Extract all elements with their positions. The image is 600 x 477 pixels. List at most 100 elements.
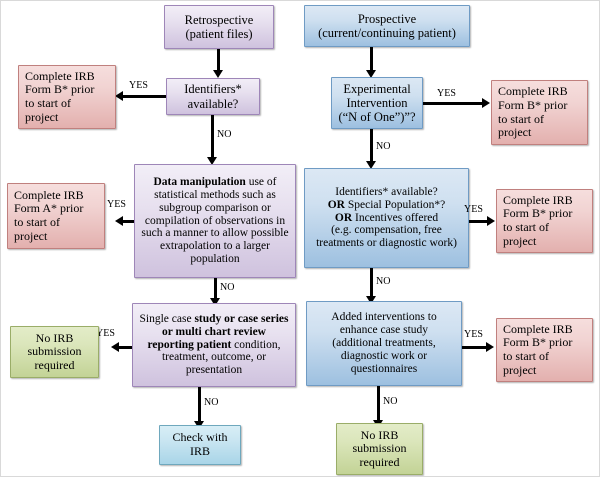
node-irb-b-br-line3: to start of	[503, 349, 549, 363]
node-no-irb-left-line2: submission	[27, 344, 82, 359]
node-identifiers-special-line3: OR Incentives offered	[310, 212, 463, 225]
node-data-manipulation-rest: use of statistical methods such as subgr…	[141, 175, 289, 266]
arrowhead-experimental-yes	[482, 98, 490, 108]
connector-added-interventions-no	[377, 386, 380, 422]
node-single-case-study[interactable]: Single case study or case series or mult…	[132, 303, 296, 387]
node-irb-b-mr-line4: project	[503, 233, 537, 248]
node-single-case-bold: study or case series or multi chart revi…	[147, 312, 289, 351]
node-identifiers-special-line3-text: Incentives offered	[352, 211, 439, 224]
node-irb-b-mr-line1: Complete IRB	[503, 192, 573, 207]
connector-added-interventions-yes	[462, 346, 487, 349]
node-no-irb-bottom[interactable]: No IRB submission required	[336, 423, 423, 475]
node-identifiers-special-line4: (e.g. compensation, free treatments or d…	[316, 224, 457, 250]
node-identifiers-line1: Identifiers*	[184, 82, 242, 97]
connector-single-case-no	[198, 387, 201, 423]
edge-label-experimental-no: NO	[376, 141, 391, 152]
arrowhead-retrospective-to-identifiers	[213, 70, 223, 78]
node-irb-b-tr-line2: Form B* prior	[498, 97, 568, 112]
arrowhead-identifiers-no	[207, 157, 217, 165]
node-check-with-irb-line2: IRB	[189, 444, 210, 458]
node-check-with-irb-line1: Check with	[172, 430, 228, 445]
or-keyword-1: OR	[327, 198, 345, 211]
node-irb-a-line2: Form A* prior	[14, 201, 84, 216]
arrowhead-identifiers-special-yes	[487, 216, 495, 226]
arrowhead-prospective-to-experimental	[366, 70, 376, 78]
node-identifiers-special-line2-text: Special Population*?	[344, 198, 446, 211]
node-irb-form-b-mid-right[interactable]: Complete IRB Form B* prior to start of p…	[496, 189, 593, 253]
node-no-irb-bottom-line2: submission	[352, 441, 407, 456]
node-added-interventions-line5: questionnaires	[350, 362, 418, 375]
arrowhead-data-manipulation-yes	[115, 216, 123, 226]
arrowhead-experimental-no	[366, 161, 376, 169]
node-irb-form-b-top-right[interactable]: Complete IRB Form B* prior to start of p…	[491, 80, 588, 145]
node-irb-b-tr-line3: to start of	[498, 111, 544, 126]
node-no-irb-bottom-line3: required	[359, 454, 400, 469]
node-retrospective-line1: Retrospective	[184, 12, 254, 27]
node-single-case-prefix: Single case	[139, 312, 195, 325]
node-experimental-line1: Experimental	[343, 81, 411, 96]
node-irb-b-tl-line1: Complete IRB	[25, 68, 95, 83]
node-no-irb-left[interactable]: No IRB submission required	[10, 326, 99, 378]
node-irb-a-line3: to start of	[14, 215, 60, 229]
arrowhead-identifiers-yes	[115, 91, 123, 101]
or-keyword-2: OR	[334, 211, 353, 224]
edge-label-experimental-yes: YES	[437, 88, 456, 99]
edge-label-identifiers-special-yes: YES	[464, 204, 483, 215]
node-prospective-line2: (current/continuing patient)	[318, 26, 456, 40]
connector-identifiers-special-yes	[469, 220, 488, 223]
node-data-manipulation-bold: Data manipulation	[153, 175, 246, 188]
connector-retrospective-to-identifiers	[217, 49, 220, 71]
node-irb-form-b-top-left[interactable]: Complete IRB Form B* prior to start of p…	[18, 65, 116, 129]
node-irb-b-br-line1: Complete IRB	[503, 321, 573, 336]
node-experimental-line3: (“N of One”)”?	[338, 110, 416, 125]
connector-experimental-no	[370, 129, 373, 163]
node-identifiers-special-population[interactable]: Identifiers* available? OR Special Popul…	[304, 168, 469, 268]
connector-identifiers-special-no	[370, 268, 373, 298]
arrowhead-single-case-yes	[111, 342, 119, 352]
connector-identifiers-no	[211, 115, 214, 159]
connector-data-manipulation-yes	[123, 220, 134, 223]
node-irb-a-line4: project	[14, 228, 48, 243]
node-irb-b-mr-line2: Form B* prior	[503, 206, 573, 221]
node-added-interventions-line2: enhance case study	[339, 324, 429, 337]
node-retrospective[interactable]: Retrospective (patient files)	[164, 5, 274, 49]
edge-label-identifiers-no: NO	[217, 129, 232, 140]
edge-label-data-manipulation-no: NO	[220, 282, 235, 293]
node-data-manipulation[interactable]: Data manipulation use of statistical met…	[134, 164, 296, 278]
connector-experimental-yes	[423, 102, 483, 105]
connector-identifiers-yes	[123, 95, 166, 98]
node-irb-a-line1: Complete IRB	[14, 187, 84, 202]
arrowhead-data-manipulation-no	[210, 298, 220, 306]
node-retrospective-line2: (patient files)	[185, 27, 253, 41]
node-irb-form-b-bottom-right[interactable]: Complete IRB Form B* prior to start of p…	[496, 318, 593, 382]
edge-label-added-interventions-yes: YES	[464, 329, 483, 340]
arrowhead-added-interventions-yes	[486, 342, 494, 352]
connector-prospective-to-experimental	[370, 47, 373, 71]
node-prospective-line1: Prospective	[357, 11, 417, 26]
node-irb-form-a[interactable]: Complete IRB Form A* prior to start of p…	[7, 183, 105, 249]
node-experimental-intervention[interactable]: Experimental Intervention (“N of One”)”?	[331, 77, 423, 129]
node-added-interventions-line4: diagnostic work or	[340, 349, 428, 362]
node-no-irb-bottom-line1: No IRB	[360, 427, 399, 442]
edge-label-identifiers-yes: YES	[129, 80, 148, 91]
node-prospective[interactable]: Prospective (current/continuing patient)	[304, 5, 470, 47]
node-irb-b-tl-line2: Form B* prior	[25, 82, 95, 97]
edge-label-data-manipulation-yes: YES	[107, 199, 126, 210]
node-irb-b-tr-line1: Complete IRB	[498, 84, 568, 99]
edge-label-added-interventions-no: NO	[383, 396, 398, 407]
node-irb-b-tr-line4: project	[498, 125, 532, 140]
edge-label-single-case-yes: YES	[96, 328, 115, 339]
node-no-irb-left-line3: required	[34, 357, 75, 372]
node-irb-b-tl-line3: to start of	[25, 96, 71, 110]
node-added-interventions[interactable]: Added interventions to enhance case stud…	[306, 301, 462, 386]
node-no-irb-left-line1: No IRB	[35, 330, 74, 345]
node-check-with-irb[interactable]: Check with IRB	[159, 425, 241, 465]
connector-single-case-yes	[119, 346, 132, 349]
node-experimental-line2: Intervention	[346, 95, 408, 110]
node-identifiers-available[interactable]: Identifiers* available?	[166, 78, 260, 115]
node-added-interventions-line1: Added interventions to	[331, 311, 437, 324]
edge-label-identifiers-special-no: NO	[376, 276, 391, 287]
node-irb-b-br-line4: project	[503, 362, 537, 377]
node-irb-b-mr-line3: to start of	[503, 220, 549, 234]
